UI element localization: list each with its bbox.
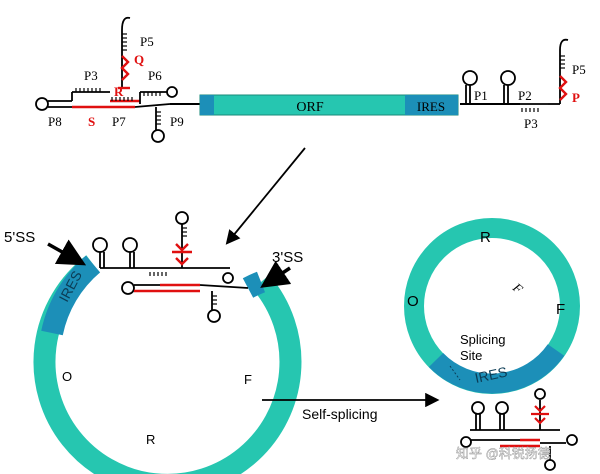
watermark: 知乎 @科锐扬德 [456,446,551,461]
left-ring-f: F [244,372,252,387]
left-ring-right-cap [242,271,266,298]
left-ring-intron [92,211,249,323]
arrow-5ss [47,239,87,266]
label-p3-right: P3 [524,116,538,131]
arrow-3ss [260,260,292,288]
splicing-site-line1: Splicing [460,332,506,347]
label-p5-right: P5 [572,62,586,77]
orf-left-cap [200,95,214,115]
self-splicing-label: Self-splicing [302,406,377,422]
label-5ss: 5'SS [4,229,35,246]
splicing-site-mark [449,365,461,381]
label-s: S [88,114,95,129]
label-p5-left: P5 [140,34,154,49]
ires-label-top: IRES [417,99,445,114]
left-ring-ires [41,255,101,336]
right-ring-ires [428,344,565,394]
label-p8: P8 [48,114,62,129]
right-ring-o: O [407,293,419,310]
right-ring-ires-label: IRES [473,363,508,385]
label-p6: P6 [148,68,162,83]
left-ring-o: O [62,369,72,384]
right-ring-r: R [480,229,491,246]
right-ring-f: F [556,301,565,318]
label-p7: P7 [112,114,126,129]
label-p3-left: P3 [84,68,98,83]
right-ring-f-rot: F [509,279,526,297]
label-p1: P1 [474,88,488,103]
diagonal-arrow [225,147,306,245]
left-ring-r: R [146,432,155,447]
right-intron-structure [462,38,569,112]
top-precursor: ORF IRES [35,16,586,143]
orf-label: ORF [296,100,323,115]
left-intron-structure [35,16,178,143]
label-p-red: P [572,90,580,105]
label-q: Q [134,52,144,67]
ires-segment [405,95,458,115]
left-circular-precursor: IRES O R F [4,211,303,474]
splicing-site-line2: Site [460,348,482,363]
left-ring-arc [33,255,302,474]
label-3ss: 3'SS [272,249,303,266]
right-circular-rna: R F O F Splicing Site IRES [404,218,580,394]
label-p2: P2 [518,88,532,103]
label-p9: P9 [170,114,184,129]
label-r-top: R [114,84,124,99]
excised-intron [460,388,578,471]
